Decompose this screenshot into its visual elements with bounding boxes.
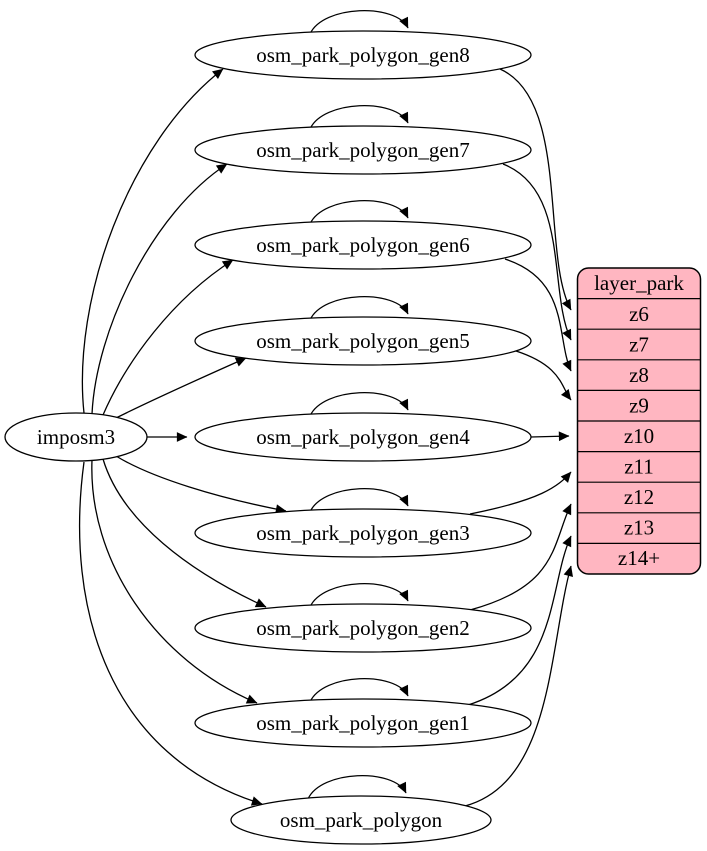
layer-row-z9: z9 [629, 394, 649, 418]
gen4-ellipse [194, 412, 532, 462]
edges-source-to-tables [78, 68, 287, 806]
node-layer-park: layer_park z6 z7 z8 z9 z10 z11 z12 z13 z… [576, 267, 702, 575]
polygon-label: osm_park_polygon [280, 808, 443, 832]
node-osm-park-polygon: osm_park_polygon [230, 795, 492, 845]
gen5-label: osm_park_polygon_gen5 [256, 329, 469, 353]
edge-polygon-to-z14 [464, 565, 573, 807]
layer-row-z12: z12 [624, 485, 654, 509]
edge-imposm3-to-gen7 [91, 163, 228, 415]
edge-imposm3-to-gen1 [91, 459, 258, 704]
edge-gen2-to-z12 [469, 503, 572, 611]
edge-gen5-to-z9 [515, 350, 572, 401]
node-osm-park-polygon-gen7: osm_park_polygon_gen7 [194, 125, 532, 175]
edge-imposm3-to-gen3 [115, 455, 287, 514]
gen6-ellipse [194, 220, 532, 270]
gen6-label: osm_park_polygon_gen6 [256, 233, 469, 257]
layer-row-z11: z11 [624, 455, 654, 479]
layer-row-z10: z10 [624, 424, 654, 448]
node-osm-park-polygon-gen3: osm_park_polygon_gen3 [194, 508, 532, 558]
edges-tables-to-layer [464, 68, 573, 807]
edge-gen6-to-z8 [504, 258, 572, 372]
gen1-ellipse [194, 698, 532, 748]
edge-imposm3-to-polygon [78, 461, 263, 806]
layer-row-z7: z7 [629, 333, 649, 357]
layer-row-z8: z8 [629, 363, 649, 387]
gen8-label: osm_park_polygon_gen8 [256, 43, 469, 67]
self-loop-gen8 [309, 10, 409, 35]
gen3-ellipse [194, 508, 532, 558]
self-loop-gen2 [309, 583, 409, 608]
layer-park-title: layer_park [594, 271, 684, 295]
gen8-ellipse [194, 30, 532, 80]
node-osm-park-polygon-gen5: osm_park_polygon_gen5 [194, 316, 532, 366]
edge-imposm3-to-gen8 [81, 68, 224, 414]
gen2-label: osm_park_polygon_gen2 [256, 616, 469, 640]
edge-gen8-to-z6 [499, 68, 572, 311]
gen1-label: osm_park_polygon_gen1 [256, 711, 469, 735]
gen7-ellipse [194, 125, 532, 175]
node-osm-park-polygon-gen1: osm_park_polygon_gen1 [194, 698, 532, 748]
polygon-ellipse [230, 795, 492, 845]
edge-gen7-to-z7 [502, 163, 572, 341]
self-loop-gen4 [309, 392, 409, 417]
gen2-ellipse [194, 603, 532, 653]
node-osm-park-polygon-gen2: osm_park_polygon_gen2 [194, 603, 532, 653]
gen4-label: osm_park_polygon_gen4 [256, 425, 470, 449]
edge-imposm3-to-gen2 [102, 458, 267, 608]
self-loop-gen6 [309, 200, 409, 225]
self-loop-polygon [307, 775, 407, 800]
node-osm-park-polygon-gen6: osm_park_polygon_gen6 [194, 220, 532, 270]
node-osm-park-polygon-gen4: osm_park_polygon_gen4 [194, 412, 532, 462]
layer-row-z13: z13 [624, 516, 654, 540]
gen5-ellipse [194, 316, 532, 366]
edge-gen4-to-z10 [530, 431, 570, 442]
layer-row-z14: z14+ [618, 546, 660, 570]
imposm3-ellipse [4, 412, 148, 462]
self-loops [307, 10, 409, 800]
edge-imposm3-to-gen5 [115, 357, 247, 419]
imposm3-label: imposm3 [37, 425, 115, 449]
gen3-label: osm_park_polygon_gen3 [256, 521, 469, 545]
gen7-label: osm_park_polygon_gen7 [256, 138, 469, 162]
self-loop-gen3 [309, 488, 409, 513]
self-loop-gen7 [309, 105, 409, 130]
layer-row-z6: z6 [629, 302, 649, 326]
edge-imposm3-to-gen6 [102, 259, 234, 416]
node-osm-park-polygon-gen8: osm_park_polygon_gen8 [194, 30, 532, 80]
node-imposm3: imposm3 [4, 412, 148, 462]
self-loop-gen5 [309, 296, 409, 321]
edge-gen1-to-z13 [467, 535, 572, 706]
self-loop-gen1 [309, 678, 409, 703]
edge-gen3-to-z11 [469, 471, 572, 515]
